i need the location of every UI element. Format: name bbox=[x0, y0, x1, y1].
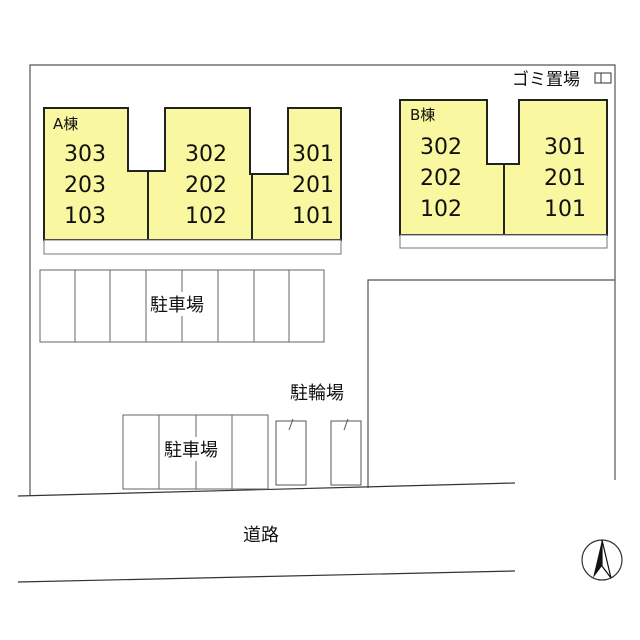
road-label: 道路 bbox=[243, 525, 279, 546]
unit-label: 202 bbox=[185, 173, 227, 198]
trash-area-label: ゴミ置場 bbox=[512, 69, 580, 90]
unit-label: 303 bbox=[64, 142, 106, 167]
building-a-name: A棟 bbox=[53, 115, 78, 133]
unit-label: 302 bbox=[420, 135, 462, 160]
building-a-balcony bbox=[43, 239, 342, 255]
site-boundary-inner bbox=[367, 279, 615, 488]
road-edge-bottom bbox=[17, 570, 516, 583]
unit-label: 203 bbox=[64, 173, 106, 198]
unit-label: 102 bbox=[185, 204, 227, 229]
parking-upper: 駐車場 bbox=[39, 269, 325, 343]
parking-lower: 駐車場 bbox=[122, 414, 269, 490]
north-arrow-icon bbox=[581, 539, 623, 581]
parking-lower-label: 駐車場 bbox=[164, 440, 218, 461]
bicycle-rack bbox=[275, 420, 307, 486]
unit-label: 201 bbox=[544, 166, 586, 191]
bicycle-rack-mark bbox=[288, 418, 294, 431]
parking-upper-label-bg bbox=[148, 292, 216, 316]
unit-label: 202 bbox=[420, 166, 462, 191]
building-b-name: B棟 bbox=[410, 106, 435, 124]
bicycle-parking-label: 駐輪場 bbox=[290, 383, 344, 404]
unit-label: 301 bbox=[292, 142, 334, 167]
building-b-balcony bbox=[399, 234, 608, 249]
bicycle-rack-mark bbox=[343, 418, 349, 431]
bicycle-rack bbox=[330, 420, 362, 486]
unit-label: 101 bbox=[544, 197, 586, 222]
unit-label: 103 bbox=[64, 204, 106, 229]
unit-label: 102 bbox=[420, 197, 462, 222]
unit-label: 201 bbox=[292, 173, 334, 198]
trash-area-box bbox=[594, 72, 612, 84]
unit-label: 301 bbox=[544, 135, 586, 160]
parking-upper-label: 駐車場 bbox=[150, 295, 204, 316]
unit-label: 302 bbox=[185, 142, 227, 167]
building-b: B棟 302 202 102 301 201 101 bbox=[399, 99, 608, 249]
parking-lower-label-bg bbox=[162, 437, 230, 461]
site-boundary bbox=[29, 64, 616, 495]
bicycle-parking: 駐輪場 bbox=[275, 383, 362, 486]
unit-label: 101 bbox=[292, 204, 334, 229]
building-a: A棟 303 203 103 302 202 102 301 201 101 bbox=[43, 107, 342, 255]
